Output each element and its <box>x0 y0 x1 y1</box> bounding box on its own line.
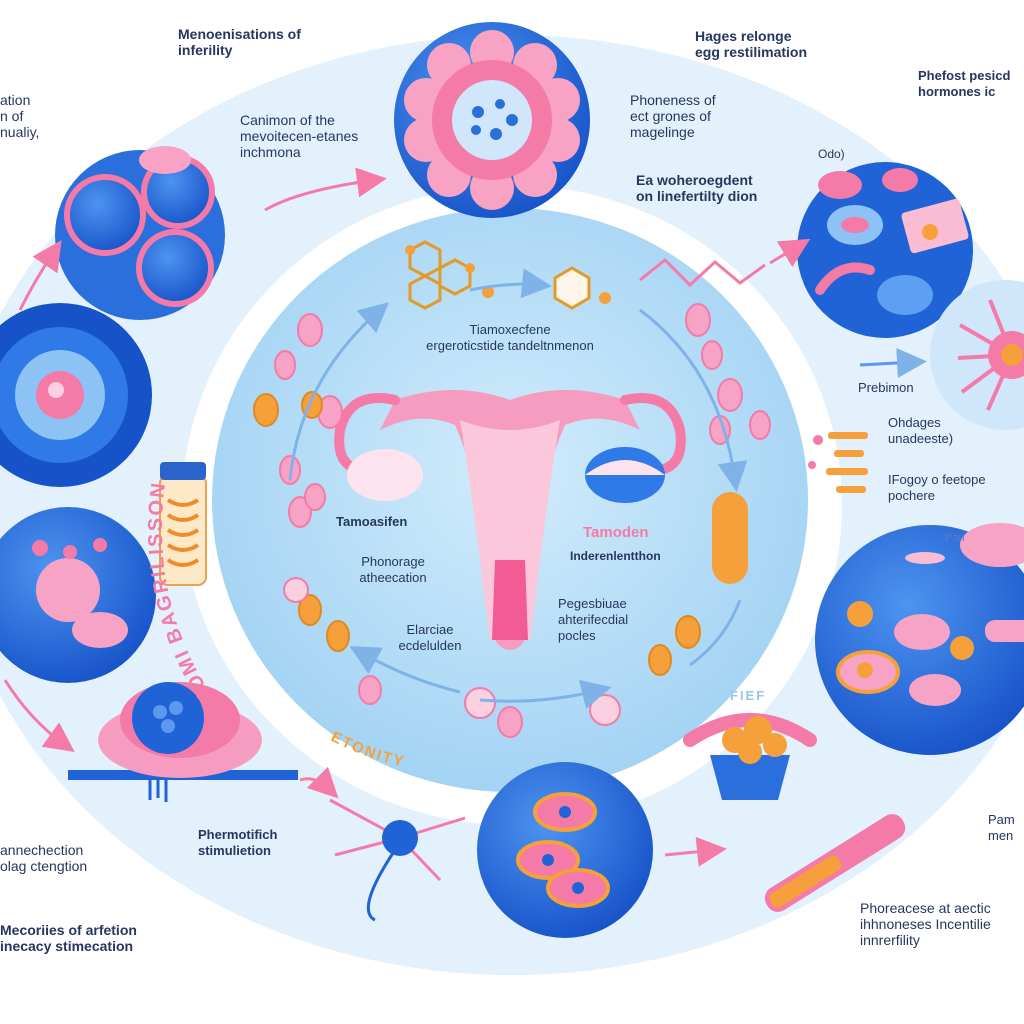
inner-flow-arrows <box>288 268 748 709</box>
label-top-left-title: Menoenisations of inferility <box>178 26 301 58</box>
inner-ring-dots <box>253 303 771 738</box>
label-pan: Pan <box>945 532 965 544</box>
label-bottom-right: Phoreacese at aectic ihhnoneses Incentil… <box>860 900 991 948</box>
pen-illustration <box>764 814 906 912</box>
label-ohdages: Ohdages unadeeste) <box>888 415 954 446</box>
label-left-sub: Phonorage atheecation <box>359 554 427 585</box>
label-right-organ: Tamoden <box>583 524 649 541</box>
far-right-sun-node <box>930 280 1024 430</box>
label-top-right-title: Hages relonge egg restilimation <box>695 28 808 60</box>
label-upper-center-right: Phoneness of ect grones of magelinge <box>630 92 716 140</box>
label-far-right-bottom: Pam men <box>988 812 1015 843</box>
capsule-pill <box>712 492 748 584</box>
bottom-center-node <box>477 762 653 938</box>
label-left-lower: annechection olag ctengtion <box>0 842 88 874</box>
right-top-cells-node <box>797 162 973 338</box>
molecule-left <box>408 240 472 310</box>
molecule-right <box>553 266 591 310</box>
top-flower-node <box>394 22 590 218</box>
label-left-top: ation n of nualiy, <box>0 92 40 140</box>
left-lower-node <box>0 507 156 683</box>
left-target-node <box>0 303 152 487</box>
outer-pink-arrows <box>3 167 811 867</box>
label-bottom-right-center: Pegesbiuae ahterifecdial pocles <box>558 596 629 643</box>
cupcake-illustration <box>683 713 817 800</box>
upper-left-cluster-node <box>55 146 225 320</box>
medicine-vial <box>159 462 207 586</box>
label-prebimon: Prebimon <box>858 380 914 395</box>
arc-text-right: FIEF <box>730 688 766 703</box>
label-far-right-top: Phefost pesicd hormones ic <box>918 68 1011 99</box>
label-odo: Odo) <box>818 147 845 161</box>
cell-on-platform <box>68 682 298 802</box>
label-bottom-center-left: Phermotifich stimulietion <box>198 827 278 858</box>
label-bottom-left: Mecoriies of arfetion inecacy stimecatio… <box>0 922 137 954</box>
blue-arrow-right <box>859 348 927 378</box>
label-left-organ: Tamoasifen <box>336 514 408 529</box>
label-ovary-note: Ea woheroegdent on linefertilty dion <box>636 172 758 204</box>
label-center-title: Tiamoxecfene ergeroticstide tandeltnmeno… <box>426 322 594 353</box>
right-lower-node <box>815 523 1024 755</box>
right-molecule-bars <box>808 432 868 493</box>
uterus-illustration <box>334 390 686 650</box>
label-ifogoy: IFogoy o feetope pochere <box>888 472 986 503</box>
label-bottom-left-center: Elarciae ecdelulden <box>398 622 462 653</box>
label-upper-left-mid: Canimon of the mevoitecen-etanes inchmon… <box>240 112 359 160</box>
label-right-organ-sub: Inderenlentthon <box>570 549 661 563</box>
